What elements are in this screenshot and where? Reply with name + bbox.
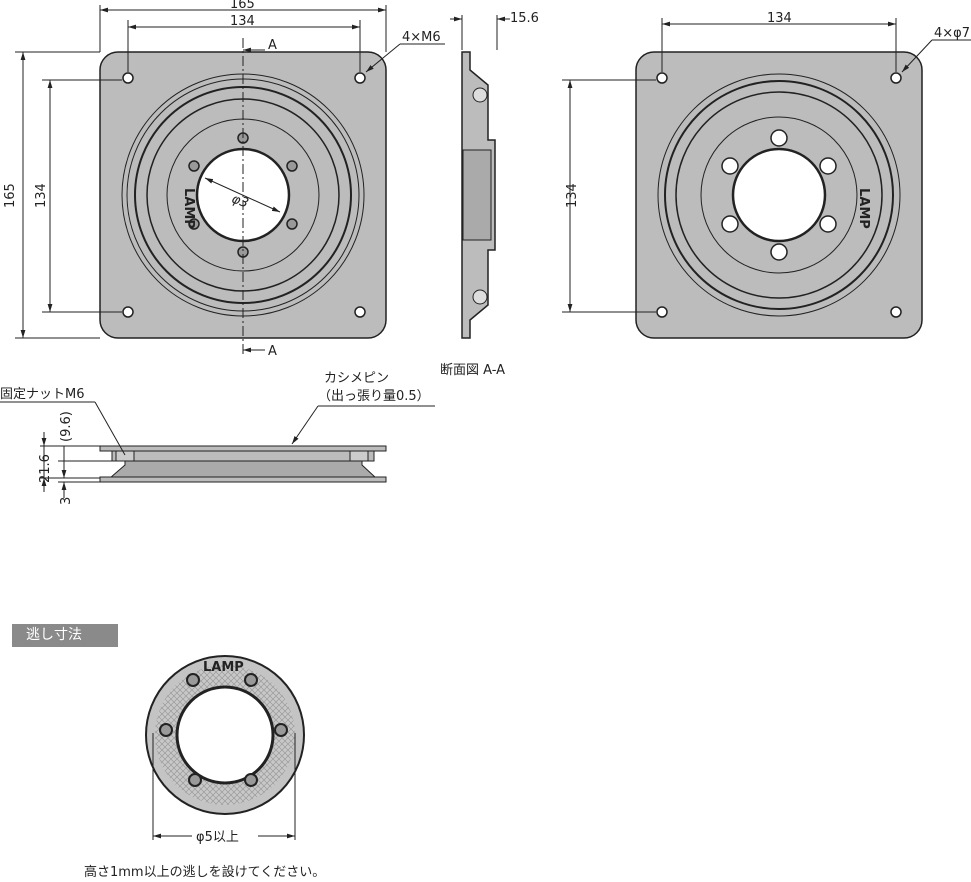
drawing-line (204, 177, 281, 213)
front-view-hole-callout: 4×M6 (402, 30, 441, 45)
drawing-line (354, 306, 366, 318)
logo: LAMP (181, 188, 196, 229)
clearance-logo: LAMP (203, 660, 244, 675)
drawing-line (94, 401, 126, 456)
drawing-line (721, 215, 739, 233)
drawing-line (159, 673, 288, 787)
drawing-line (188, 218, 200, 230)
side-view-pin-callout-line1: カシメピン (324, 371, 389, 386)
drawing-line (657, 73, 901, 317)
front-view-bore-label: φ3 (229, 192, 250, 212)
drawing-line (175, 685, 275, 785)
side-view-pin-callout-line2: （出っ張り量0.5） (318, 389, 430, 404)
drawing-line (111, 450, 375, 462)
drawing-line (675, 91, 883, 299)
side-view-dim-bottom: 3 (59, 497, 74, 505)
drawing-line (365, 43, 401, 73)
front-view-dim-width-holes: 134 (230, 14, 255, 29)
side-view-nut-callout: 固定ナットM6 (0, 387, 85, 402)
drawing-line (244, 673, 258, 687)
drawing-line (159, 723, 173, 737)
mount-holes (122, 72, 366, 318)
rear-view-dim-height-holes: 134 (565, 183, 580, 208)
drawing-line (819, 157, 837, 175)
drawing-line (186, 673, 200, 687)
section-view: 15.6 断面図 A-A (440, 11, 539, 378)
side-view: 固定ナットM6 カシメピン （出っ張り量0.5） 21.6 (9.6) 3 (0, 371, 435, 505)
drawing-line (462, 149, 492, 241)
drawing-line (770, 129, 788, 147)
section-view-dim-thickness: 15.6 (510, 11, 539, 26)
drawing-line (122, 306, 134, 318)
drawing-line (721, 157, 739, 175)
drawing-line (99, 476, 387, 483)
drawing-line (274, 723, 288, 737)
drawing-line (122, 72, 134, 84)
drawing-line (99, 445, 387, 452)
rear-view-hole-callout: 4×φ7 (934, 26, 970, 41)
drawing-line (664, 80, 894, 310)
drawing-line (115, 450, 135, 462)
section-tag: 逃し寸法 (12, 624, 118, 647)
drawing-line (188, 773, 202, 787)
drawing-line (354, 72, 366, 84)
front-view-dim-width-outer: 165 (230, 0, 255, 12)
drawing-line (291, 405, 319, 445)
front-view-dim-height-holes: 134 (34, 183, 49, 208)
section-view-caption: 断面図 A-A (440, 363, 505, 378)
drawing-line (472, 289, 488, 305)
rear-view-dim-width-holes: 134 (767, 11, 792, 26)
front-view-section-mark-top: A (268, 38, 277, 53)
rear-view-logo: LAMP (856, 188, 871, 229)
rear-view: LAMP 134 134 4×φ7 (562, 11, 971, 339)
drawing-line (244, 773, 258, 787)
clearance-dim-label: φ5以上 (196, 830, 239, 845)
drawing-line (656, 306, 668, 318)
drawing-line (901, 39, 933, 73)
drawing-line (770, 243, 788, 261)
drawing-line (188, 160, 200, 172)
drawing-line (700, 116, 858, 274)
front-view: LAMP A A 165 134 165 134 4×M6 φ3 (3, 0, 445, 359)
side-view-dim-total: 21.6 (38, 454, 53, 483)
drawing-line (286, 160, 298, 172)
drawing-line (656, 72, 902, 318)
drawing-line (731, 147, 827, 243)
drawing-line (656, 72, 668, 84)
drawing-line (472, 87, 488, 103)
side-view-dim-upper: (9.6) (59, 411, 74, 442)
drawing-line (286, 218, 298, 230)
drawing-line (108, 460, 378, 479)
drawing-line (890, 306, 902, 318)
front-view-dim-height-outer: 165 (3, 183, 18, 208)
drawing-line (819, 215, 837, 233)
drawing-line (890, 72, 902, 84)
clearance-view: LAMP φ5以上 高さ1mm以上の逃しを設けてください。 (84, 655, 325, 880)
clearance-note: 高さ1mm以上の逃しを設けてください。 (84, 864, 325, 880)
drawing-line (349, 450, 369, 462)
front-view-section-mark-bottom: A (268, 344, 277, 359)
